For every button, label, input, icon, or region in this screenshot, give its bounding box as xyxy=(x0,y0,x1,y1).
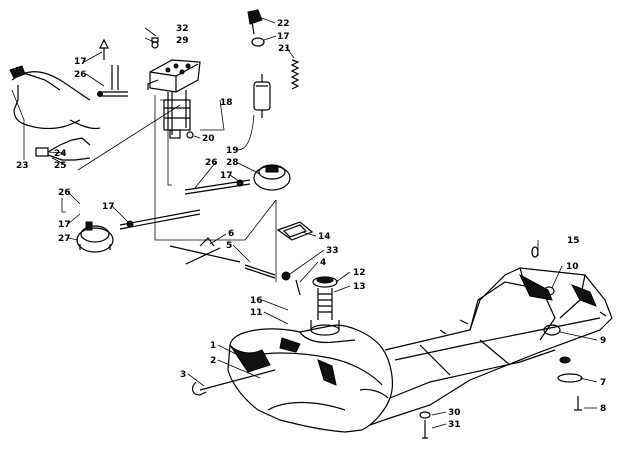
hose-middle xyxy=(184,179,251,195)
callout-labels: 32 29 22 17 21 17 26 18 20 19 23 24 25 2… xyxy=(16,19,606,430)
callout-4: 4 xyxy=(320,258,326,268)
callout-17: 17 xyxy=(220,171,233,181)
callout-17: 17 xyxy=(102,202,115,212)
spring xyxy=(290,59,300,90)
callout-7: 7 xyxy=(600,378,606,388)
belly-pan xyxy=(369,267,613,426)
callout-14: 14 xyxy=(318,232,331,242)
callout-20: 20 xyxy=(202,134,215,144)
leader-lines xyxy=(11,17,598,429)
callout-13: 13 xyxy=(353,282,366,292)
callout-23: 23 xyxy=(16,161,29,171)
gasket xyxy=(276,221,314,241)
callout-22: 22 xyxy=(277,19,290,29)
fuel-line-lower xyxy=(119,209,201,230)
callout-29: 29 xyxy=(176,36,189,46)
callout-27: 27 xyxy=(58,234,71,244)
callout-26: 26 xyxy=(74,70,87,80)
callout-25: 25 xyxy=(54,161,67,171)
callout-33: 33 xyxy=(326,246,339,256)
fuel-sender xyxy=(76,221,114,253)
vent-cap xyxy=(253,164,291,191)
callout-8: 8 xyxy=(600,404,606,414)
clamp xyxy=(247,9,265,47)
callout-15: 15 xyxy=(567,236,580,246)
callout-6: 6 xyxy=(228,229,234,239)
callout-28: 28 xyxy=(226,158,239,168)
callout-16: 16 xyxy=(250,296,263,306)
callout-9: 9 xyxy=(600,336,606,346)
callout-17: 17 xyxy=(74,57,87,67)
fuel-filter xyxy=(253,74,271,118)
callout-21: 21 xyxy=(278,44,291,54)
callout-10: 10 xyxy=(566,262,579,272)
callout-18: 18 xyxy=(220,98,233,108)
explosion-lines xyxy=(61,95,277,282)
callout-32: 32 xyxy=(176,24,189,34)
filler-cap xyxy=(312,276,338,320)
callout-26: 26 xyxy=(58,188,71,198)
fuel-tank xyxy=(227,320,393,433)
grommet xyxy=(281,271,301,296)
callout-30: 30 xyxy=(448,408,461,418)
hose-fittings-top xyxy=(97,38,128,97)
callout-19: 19 xyxy=(226,146,239,156)
callout-17: 17 xyxy=(277,32,290,42)
callout-24: 24 xyxy=(54,149,67,159)
callout-26: 26 xyxy=(205,158,218,168)
callout-3: 3 xyxy=(180,370,186,380)
callout-31: 31 xyxy=(448,420,461,430)
callout-11: 11 xyxy=(250,308,263,318)
fuel-pump-assembly xyxy=(147,37,201,139)
callout-17: 17 xyxy=(58,220,71,230)
callout-2: 2 xyxy=(210,356,216,366)
hardware xyxy=(419,246,583,439)
wiring-harness xyxy=(9,65,101,161)
callout-5: 5 xyxy=(226,241,232,251)
callout-12: 12 xyxy=(353,268,366,278)
tie-strap xyxy=(191,369,276,396)
callout-1: 1 xyxy=(210,341,216,351)
strap-and-rod xyxy=(169,237,276,279)
